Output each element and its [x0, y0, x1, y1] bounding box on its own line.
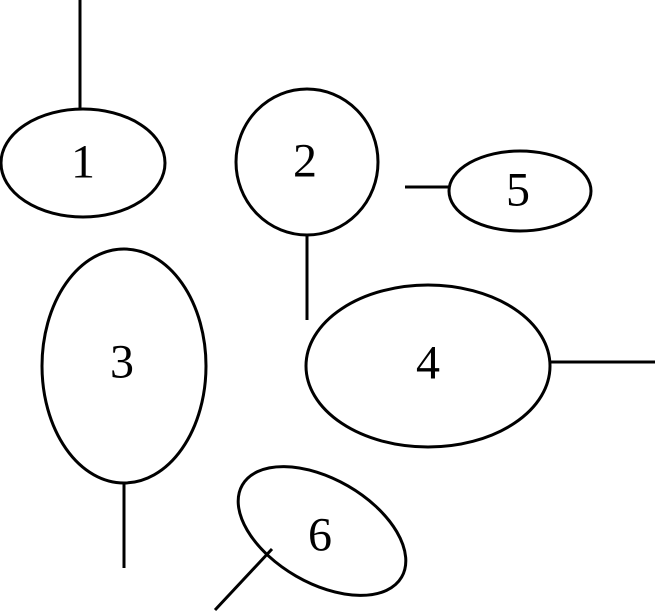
balloon-3: 3 — [40, 247, 208, 568]
balloon-3-label: 3 — [110, 336, 134, 389]
balloon-1-outline — [0, 107, 167, 219]
balloon-4-outline — [304, 283, 552, 449]
balloon-6-outline — [236, 465, 408, 597]
balloon-6-label: 6 — [308, 509, 332, 562]
balloon-4: 4 — [304, 283, 655, 449]
balloon-2: 2 — [234, 87, 380, 320]
balloon-5: 5 — [405, 149, 593, 233]
balloon-2-label: 2 — [293, 135, 317, 188]
balloon-6: 6 — [213, 465, 408, 612]
balloon-1-label: 1 — [71, 136, 95, 189]
balloon-6-string — [213, 547, 274, 612]
balloon-4-label: 4 — [416, 337, 440, 390]
balloon-5-outline — [447, 149, 593, 233]
balloon-5-label: 5 — [506, 164, 530, 217]
balloon-1: 1 — [0, 0, 167, 219]
